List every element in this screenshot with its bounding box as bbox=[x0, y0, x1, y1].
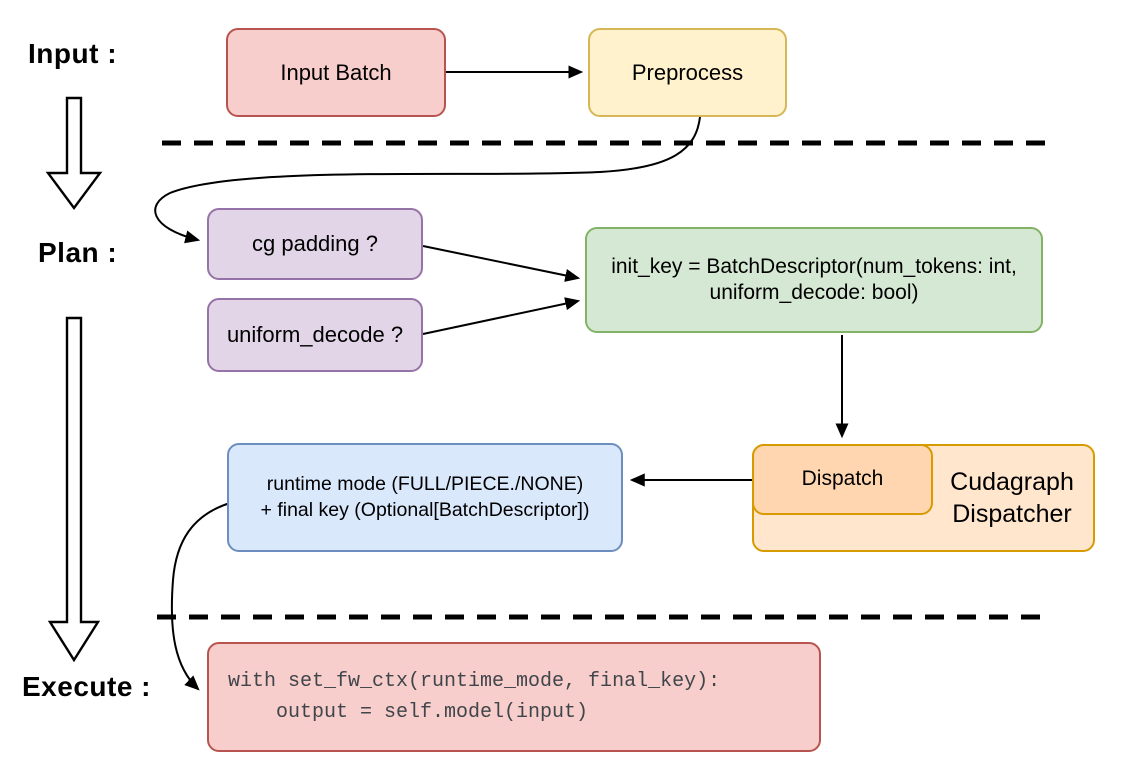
node-init-key-line1: init_key = BatchDescriptor(num_tokens: i… bbox=[611, 254, 1017, 278]
arrow-cg-padding-to-init-key bbox=[422, 245, 581, 282]
stage-label-execute: Execute : bbox=[22, 671, 151, 702]
execute-code-line1: with set_fw_ctx(runtime_mode, final_key)… bbox=[228, 670, 721, 693]
stage-arrow-plan-to-execute-icon bbox=[47, 316, 101, 663]
node-dispatch: Dispatch bbox=[752, 444, 933, 515]
stage-label-input: Input : bbox=[28, 38, 118, 69]
stage-label-plan: Plan : bbox=[38, 237, 118, 268]
node-execute-code: with set_fw_ctx(runtime_mode, final_key)… bbox=[207, 642, 821, 752]
node-runtime-mode-line1: runtime mode (FULL/PIECE./NONE) bbox=[266, 473, 584, 496]
node-preprocess-label: Preprocess bbox=[631, 59, 744, 85]
node-uniform-decode-label: uniform_decode ? bbox=[226, 322, 404, 348]
node-runtime-mode: runtime mode (FULL/PIECE./NONE) + final … bbox=[227, 443, 623, 552]
node-cg-padding-label: cg padding ? bbox=[252, 231, 378, 257]
execute-code-line2: output = self.model(input) bbox=[228, 701, 589, 724]
node-cudagraph-dispatcher-line1: Cudagraph bbox=[950, 468, 1074, 496]
node-cudagraph-dispatcher-line2: Dispatcher bbox=[952, 500, 1072, 528]
node-input-batch: Input Batch bbox=[226, 28, 446, 117]
arrow-runtime-mode-to-execute-code bbox=[170, 502, 231, 691]
node-dispatch-label: Dispatch bbox=[801, 467, 884, 491]
node-cudagraph-dispatcher-label: Cudagraph Dispatcher bbox=[931, 446, 1093, 550]
node-init-key: init_key = BatchDescriptor(num_tokens: i… bbox=[585, 227, 1043, 333]
arrow-preprocess-to-cg-padding bbox=[154, 116, 701, 244]
node-init-key-line2: uniform_decode: bool) bbox=[709, 281, 919, 304]
node-uniform-decode: uniform_decode ? bbox=[207, 298, 423, 372]
arrow-uniform-decode-to-init-key bbox=[422, 297, 581, 335]
node-cg-padding: cg padding ? bbox=[207, 208, 423, 280]
stage-arrow-input-to-plan-icon bbox=[45, 96, 103, 211]
node-runtime-mode-line2: + final key (Optional[BatchDescriptor]) bbox=[260, 498, 590, 521]
node-preprocess: Preprocess bbox=[588, 28, 787, 117]
node-input-batch-label: Input Batch bbox=[280, 59, 392, 85]
